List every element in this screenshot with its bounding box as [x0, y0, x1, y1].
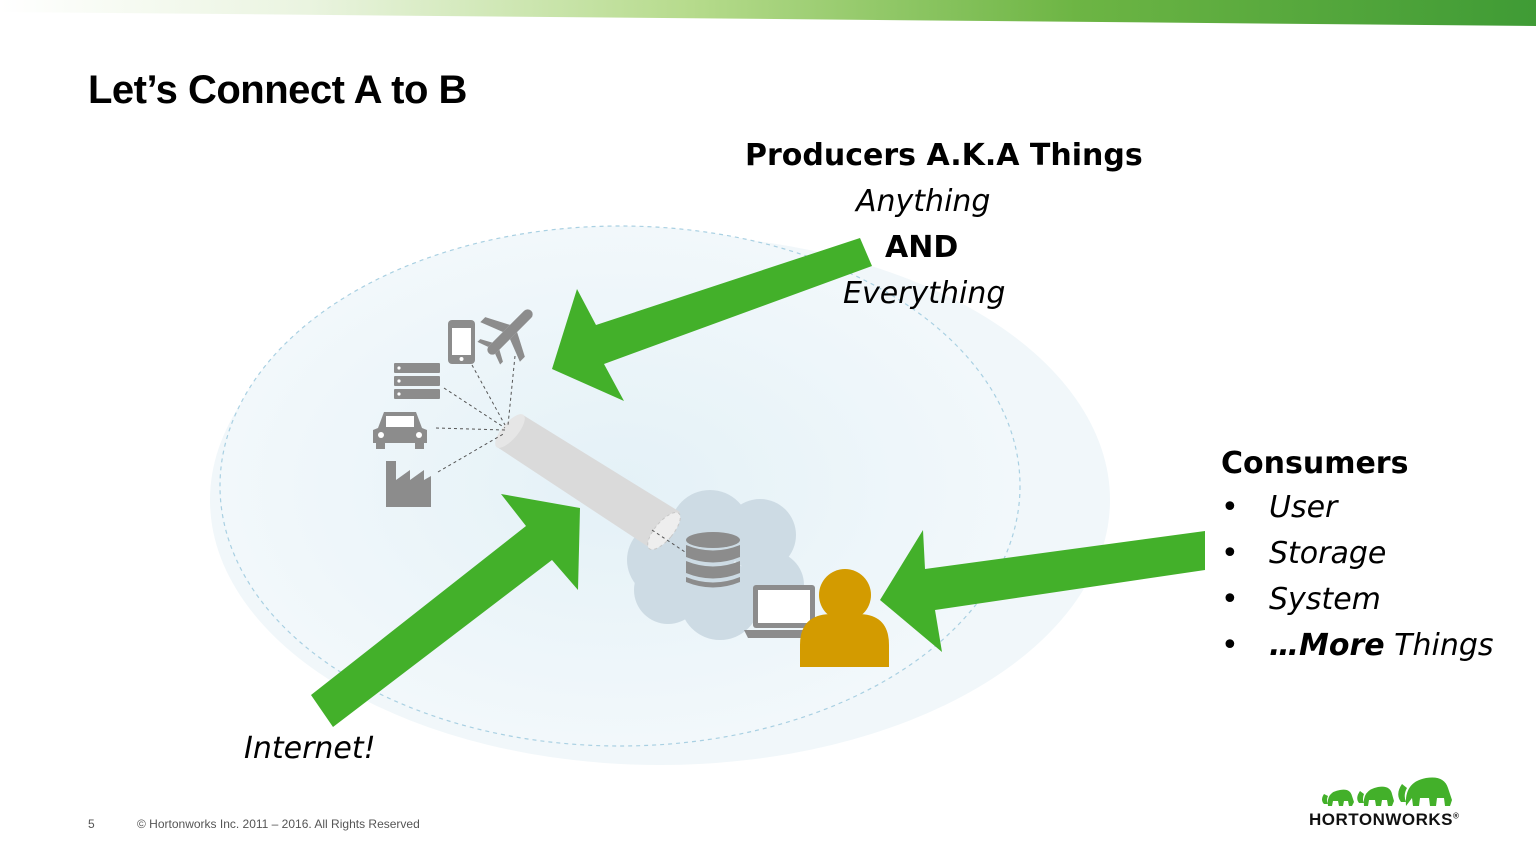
elephant-icon: [1322, 789, 1354, 806]
factory-icon: [386, 461, 431, 507]
consumer-system: System: [1269, 582, 1381, 617]
producers-line-and: AND: [885, 230, 959, 265]
slide-title: Let’s Connect A to B: [88, 68, 467, 112]
producers-heading: Producers A.K.A Things: [745, 138, 1143, 173]
producers-line-anything: Anything: [856, 184, 991, 219]
hortonworks-logo: [1322, 777, 1452, 806]
pipe-icon: [495, 414, 681, 551]
server-icon: [394, 363, 440, 399]
bullet: •: [1221, 536, 1239, 571]
registered-mark: ®: [1453, 811, 1460, 821]
bullet: •: [1221, 582, 1239, 617]
bullet: •: [1221, 628, 1239, 663]
producers-arrow: [552, 238, 872, 401]
things-text: Things: [1384, 628, 1494, 663]
copyright-notice: © Hortonworks Inc. 2011 – 2016. All Righ…: [137, 817, 420, 831]
logo-wordmark: HORTONWORKS: [1309, 810, 1454, 829]
laptop-icon: [744, 585, 824, 638]
bullet: •: [1221, 490, 1239, 525]
consumers-heading: Consumers: [1221, 446, 1409, 481]
internet-label: Internet!: [244, 731, 376, 766]
consumer-user: User: [1269, 490, 1338, 525]
producers-line-everything: Everything: [843, 276, 1006, 311]
phone-icon: [448, 320, 475, 364]
more-emphasis: …More: [1269, 628, 1385, 663]
database-icon: [686, 532, 740, 588]
consumers-arrow: [880, 530, 1205, 652]
airplane-icon: [477, 309, 533, 365]
internet-arrow: [311, 494, 580, 727]
elephant-icon: [1398, 777, 1452, 806]
page-number: 5: [88, 817, 95, 831]
user-icon: [800, 569, 889, 667]
car-icon: [373, 412, 427, 449]
producer-links: [435, 355, 686, 553]
elephant-icon: [1357, 786, 1394, 806]
logo-text: HORTONWORKS®: [1309, 810, 1459, 830]
consumer-storage: Storage: [1269, 536, 1387, 571]
consumer-more-things: …More Things: [1269, 628, 1494, 663]
